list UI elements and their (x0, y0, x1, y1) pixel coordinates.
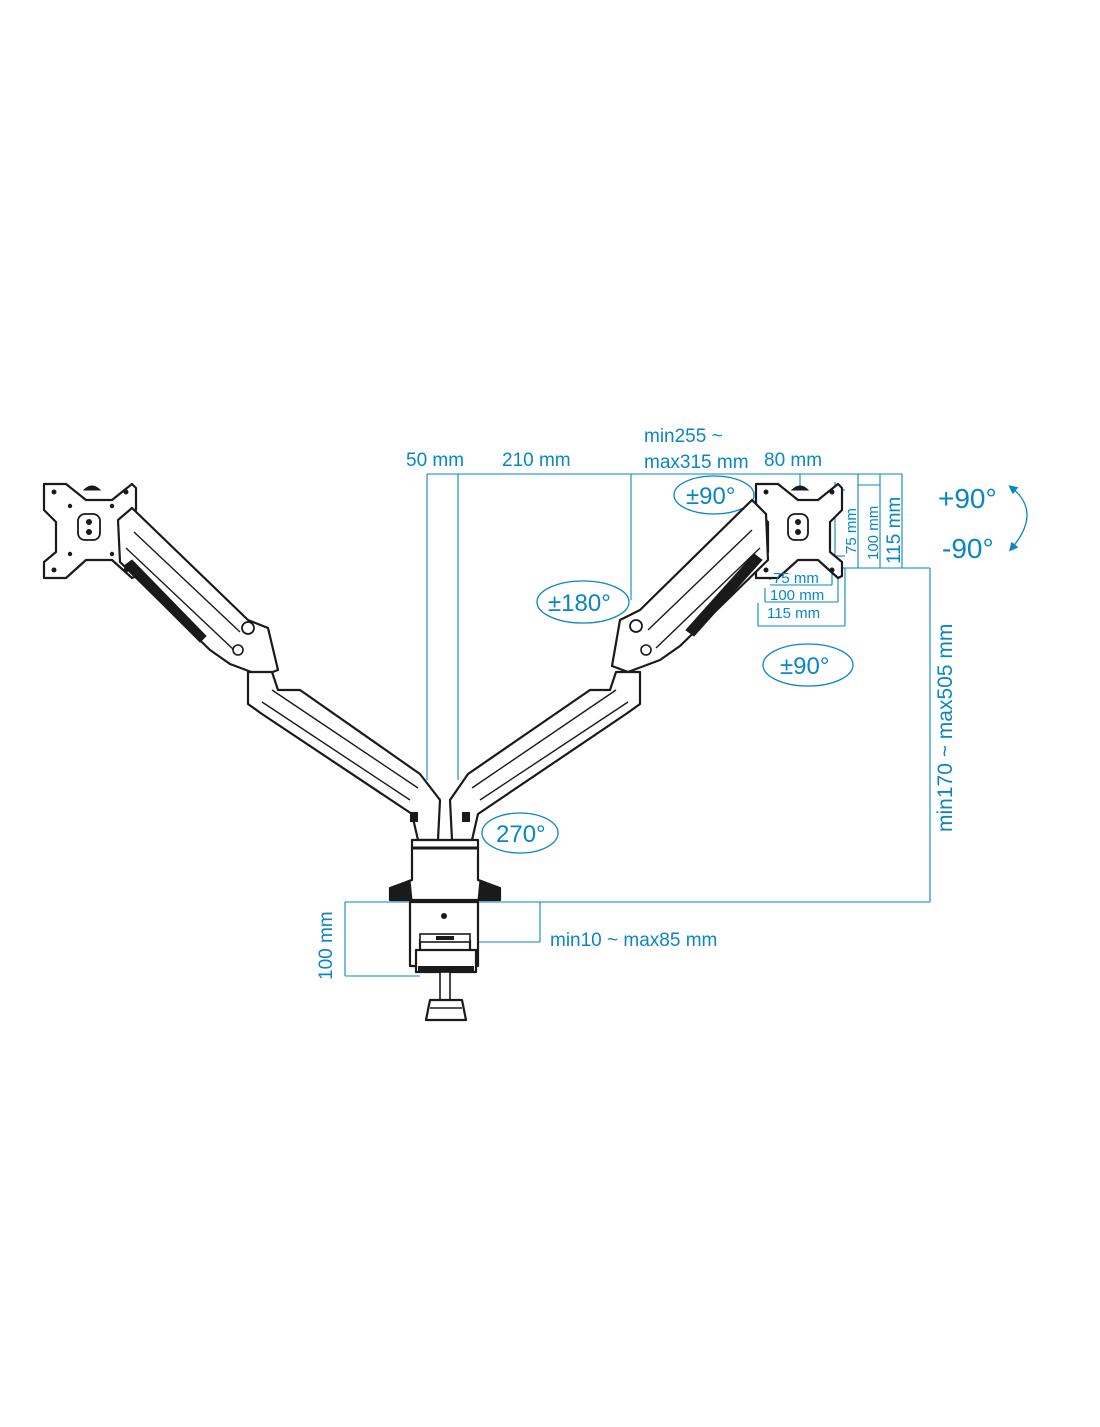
label-vesa-h-75: 75 mm (773, 570, 819, 587)
label-arm-reach-line2: max315 mm (644, 452, 749, 473)
label-top-left-offset: 50 mm (406, 450, 464, 471)
label-vesa-v-75: 75 mm (843, 508, 860, 554)
oval-arm-swivel (536, 580, 630, 624)
label-swivel-side: ±90° (780, 653, 829, 680)
label-arm-span: 210 mm (502, 450, 571, 471)
label-clamp-height: 100 mm (316, 911, 337, 980)
label-desk-thickness: min10 ~ max85 mm (550, 930, 717, 951)
label-plate-offset: 80 mm (764, 450, 822, 471)
label-height-range: min170 ~ max505 mm (934, 624, 957, 832)
label-rotate-plus: +90° (938, 483, 997, 514)
rotation-ovals (481, 475, 1028, 854)
right-upper-arm (610, 498, 770, 674)
left-vesa-plate (42, 482, 138, 580)
oval-base-rotation (481, 812, 559, 854)
oval-swivel-side (762, 643, 854, 687)
left-upper-arm (116, 506, 280, 678)
label-vesa-v-100: 100 mm (865, 506, 882, 560)
label-rotate-minus: -90° (942, 533, 994, 564)
right-lower-arm (448, 670, 642, 842)
label-vesa-h-115: 115 mm (767, 605, 820, 622)
label-base-rotation: 270° (496, 821, 546, 848)
label-arm-swivel: ±180° (548, 590, 611, 617)
right-vesa-plate (754, 482, 844, 580)
label-vesa-h-100: 100 mm (770, 587, 824, 604)
label-vesa-v-115: 115 mm (884, 497, 905, 564)
left-lower-arm (246, 670, 442, 842)
label-arm-reach-line1: min255 ~ (644, 426, 723, 447)
label-tilt-top: ±90° (686, 483, 735, 510)
base-assembly (388, 838, 502, 1022)
oval-tilt-top (673, 475, 755, 515)
